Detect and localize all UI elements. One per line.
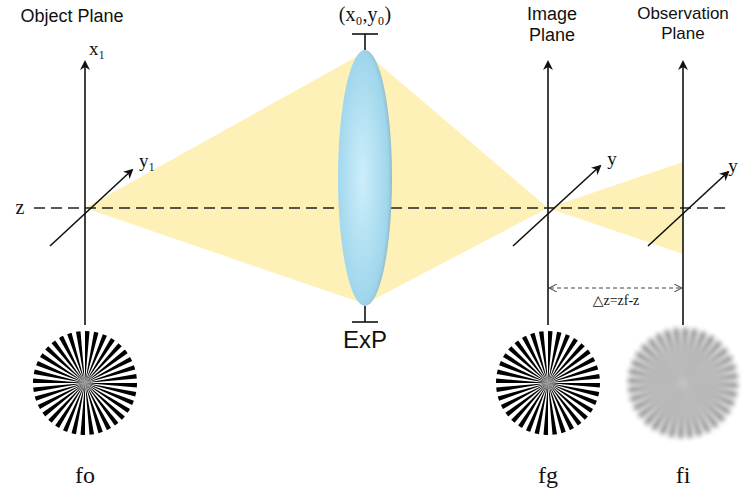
- star-wedge: [683, 373, 738, 383]
- plane-title: Object Plane: [17, 6, 127, 27]
- star-wedge: [673, 328, 683, 383]
- image-function: fo: [75, 462, 95, 490]
- pupil-coordinate: (x₀,y₀): [339, 3, 391, 26]
- star-wedge: [548, 383, 593, 413]
- star-wedge: [548, 383, 557, 435]
- x-axis: [547, 62, 549, 325]
- siemens-star: [496, 331, 600, 435]
- star-wedge: [33, 378, 85, 383]
- y-axis: [513, 166, 600, 246]
- plane-title: Observation Plane: [628, 4, 738, 43]
- star-wedge: [548, 338, 578, 383]
- y-axis: [50, 170, 132, 246]
- star-wedge: [548, 383, 600, 388]
- siemens-star: [33, 331, 137, 435]
- star-wedge: [85, 331, 90, 383]
- image-function: fi: [676, 462, 691, 490]
- light-cone: [85, 52, 365, 304]
- light-cone: [365, 52, 548, 304]
- star-wedge: [683, 328, 688, 383]
- star-wedge: [628, 378, 683, 383]
- star-wedge: [496, 378, 548, 383]
- star-wedge: [85, 374, 137, 383]
- y-axis: [648, 172, 728, 246]
- axis-label: z: [16, 196, 25, 219]
- star-wedge: [548, 334, 570, 383]
- axis-label: y: [728, 155, 738, 177]
- star-wedge: [683, 383, 735, 406]
- star-wedge: [85, 383, 94, 435]
- pupil-label: ExP: [343, 326, 387, 354]
- image-function: fg: [538, 462, 558, 490]
- star-wedge: [33, 383, 85, 392]
- axis-label: y₁: [139, 150, 155, 172]
- star-wedge: [628, 383, 683, 393]
- star-wedge: [548, 374, 600, 383]
- star-wedge: [85, 383, 130, 413]
- x-axis: [682, 62, 684, 325]
- star-wedge: [518, 383, 548, 428]
- star-wedge: [499, 361, 548, 383]
- dimension-line: [550, 288, 681, 289]
- star-wedge: [40, 353, 85, 383]
- plane-title: Image Plane: [502, 4, 602, 45]
- axis-label: x₁: [89, 38, 105, 60]
- star-wedge: [548, 383, 597, 405]
- star-wedge: [496, 383, 548, 392]
- star-wedge: [85, 334, 107, 383]
- star-wedge: [85, 383, 134, 405]
- blurred-siemens-star: [628, 328, 738, 438]
- star-wedge: [683, 383, 738, 388]
- star-wedge: [683, 383, 731, 415]
- star-wedge: [76, 331, 85, 383]
- star-wedge: [683, 383, 693, 438]
- star-wedge: [635, 351, 683, 383]
- x-axis: [84, 62, 86, 325]
- star-wedge: [85, 338, 115, 383]
- star-wedge: [660, 383, 683, 435]
- axis-label: y: [607, 148, 617, 170]
- star-wedge: [85, 383, 137, 388]
- star-wedge: [63, 383, 85, 432]
- dimension-label: △z=zf-z: [593, 293, 640, 309]
- star-wedge: [651, 383, 683, 431]
- star-wedge: [539, 331, 548, 383]
- star-wedge: [526, 383, 548, 432]
- star-wedge: [503, 353, 548, 383]
- exit-pupil-lens: [338, 50, 392, 306]
- star-wedge: [55, 383, 85, 428]
- star-wedge: [36, 361, 85, 383]
- star-wedge: [683, 335, 715, 383]
- star-wedge: [683, 331, 706, 383]
- star-wedge: [548, 331, 553, 383]
- star-wedge: [80, 383, 85, 435]
- star-wedge: [678, 383, 683, 438]
- star-wedge: [631, 360, 683, 383]
- star-wedge: [543, 383, 548, 435]
